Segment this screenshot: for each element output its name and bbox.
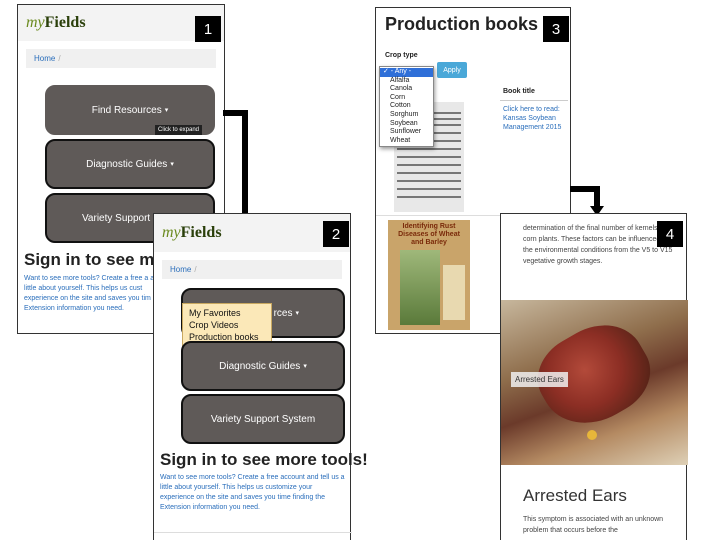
crop-option[interactable]: Canola [390,85,413,93]
arrested-ears-photo: Arrested Ears [501,300,688,465]
book-title-column-header: Book title [503,88,535,95]
screenshot-panel-1: myFields Home/ Find Resources▾ Click to … [17,4,225,334]
crop-type-label: Crop type [385,52,418,59]
signin-title: Sign in to see more tools! [160,450,368,469]
breadcrumb-home-link[interactable]: Home [170,265,192,274]
signin-text[interactable]: Want to see more tools? Create a free ac… [160,474,345,511]
crop-type-select-list[interactable]: ✓ - Any - Alfalfa Canola Corn Cotton Sor… [379,66,434,148]
screenshot-panel-3: Production books Crop type Apply Book ti… [375,7,572,334]
myfields-logo[interactable]: myFields [26,14,86,31]
intro-text: determination of the final number of ker… [523,225,673,265]
caret-down-icon: ▾ [303,363,307,370]
body-text: This symptom is associated with an unkno… [523,516,664,534]
myfields-logo[interactable]: myFields [162,224,222,241]
table-divider [376,215,572,216]
cover-title: Identifying Rust Diseases of Wheat and B… [398,223,460,246]
arrested-ears-heading: Arrested Ears [523,486,627,505]
caret-down-icon: ▾ [295,310,299,317]
crop-option[interactable]: Corn [390,93,406,101]
step-badge-1: 1 [195,16,221,42]
flow-arrow-3-to-4 [570,186,600,192]
step-badge-4: 4 [657,221,683,247]
flow-arrow-1-to-2 [223,110,248,116]
diagnostic-guides-button[interactable]: Diagnostic Guides▾ [45,139,215,189]
book-link-soybean[interactable]: Click here to read: Kansas Soybean Manag… [503,106,562,131]
dropdown-item-crop-videos[interactable]: Crop Videos [189,320,239,330]
top-bar: myFields [18,5,224,41]
diagnostic-guides-button[interactable]: Diagnostic Guides▾ [181,341,345,391]
caret-down-icon: ▾ [170,161,174,168]
dropdown-item-my-favorites[interactable]: My Favorites [189,308,241,318]
step-badge-2: 2 [323,221,349,247]
breadcrumb-home-link[interactable]: Home [34,54,56,63]
crop-option[interactable]: Alfalfa [390,76,410,84]
screenshot-panel-4: determination of the final number of ker… [500,213,688,540]
flow-arrow-1-to-2 [242,110,248,222]
photo-caption-label: Arrested Ears [511,372,568,387]
crop-option[interactable]: Cotton [390,102,411,110]
crop-option[interactable]: ✓ - Any - [380,68,433,77]
breadcrumb: Home/ [162,260,342,279]
crop-option[interactable]: Soybean [390,119,418,127]
step-badge-3: 3 [543,16,569,42]
flow-arrow-head [590,206,604,216]
click-to-expand-tooltip: Click to expand [155,125,203,135]
table-divider [500,100,568,101]
dropdown-item-production-books[interactable]: Production books [189,332,259,342]
book-cover-rust-diseases[interactable]: Identifying Rust Diseases of Wheat and B… [388,220,470,330]
find-resources-dropdown: My Favorites Crop Videos Production book… [182,303,272,347]
screenshot-panel-2: myFields Home/ rces▾ My Favorites Crop V… [153,213,368,540]
crop-option[interactable]: Sorghum [390,110,419,118]
crop-option[interactable]: Wheat [390,136,411,144]
production-books-title: Production books [385,14,538,34]
variety-support-button[interactable]: Variety Support System [181,394,345,444]
signin-text[interactable]: Want to see more tools? Create a free a … [24,275,155,312]
find-resources-button[interactable]: Find Resources▾ [45,85,215,135]
apply-button[interactable]: Apply [437,62,467,78]
wheat-photo-small [443,265,465,320]
breadcrumb: Home/ [26,49,216,68]
corn-kernel [587,430,597,440]
top-bar: myFields [154,214,350,252]
footer-divider [154,532,352,533]
flow-arrow-3-to-4 [594,186,600,208]
crop-option[interactable]: Sunflower [390,128,422,136]
signin-title: Sign in to see mor [24,250,172,269]
caret-down-icon: ▾ [164,107,169,114]
wheat-photo [400,250,440,325]
